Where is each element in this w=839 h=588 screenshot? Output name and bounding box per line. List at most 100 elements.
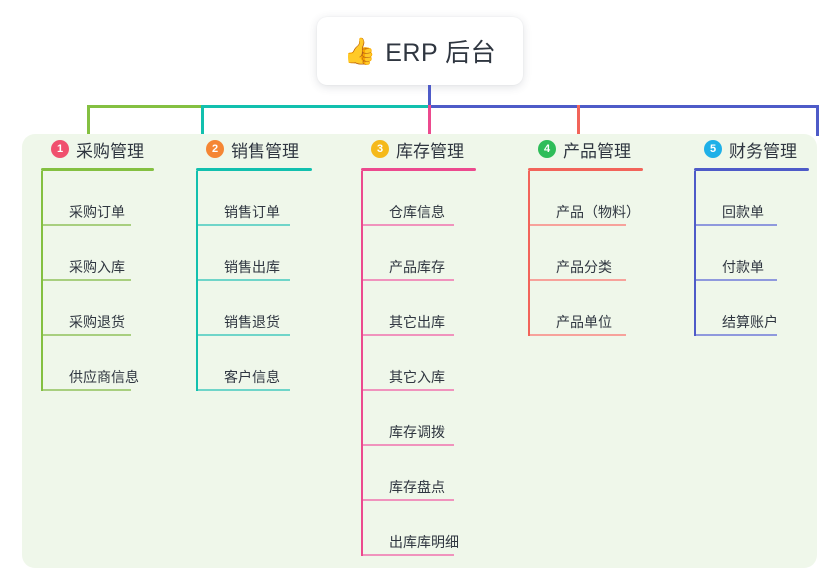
branch-item[interactable]: 采购订单	[41, 171, 154, 226]
connector-bus-green	[87, 105, 201, 108]
branch-item-rule	[363, 389, 454, 391]
branch-badge-3: 3	[371, 140, 389, 158]
branch-item-label: 付款单	[722, 259, 764, 275]
branch-item-label: 采购退货	[69, 314, 125, 330]
branch-item[interactable]: 销售出库	[196, 226, 312, 281]
branch-item-label: 销售出库	[224, 259, 280, 275]
branch-title-3: 库存管理	[396, 141, 464, 161]
branch-items-2: 销售订单销售出库销售退货客户信息	[196, 171, 312, 391]
branch-badge-4: 4	[538, 140, 556, 158]
branch-item-label: 库存盘点	[389, 479, 445, 495]
branch-badge-2: 2	[206, 140, 224, 158]
branch-items-3: 仓库信息产品库存其它出库其它入库库存调拨库存盘点出库库明细	[361, 171, 476, 556]
branch-item-rule	[530, 334, 626, 336]
branch-item-label: 库存调拨	[389, 424, 445, 440]
branch-item-rule	[696, 224, 777, 226]
branch-item-rule	[43, 334, 131, 336]
branch-item[interactable]: 采购退货	[41, 281, 154, 336]
branch-item[interactable]: 其它出库	[361, 281, 476, 336]
branch-item-label: 仓库信息	[389, 204, 445, 220]
branch-badge-5: 5	[704, 140, 722, 158]
branch-item-rule	[198, 389, 290, 391]
branch-header-4[interactable]: 4 产品管理	[528, 134, 643, 164]
branch-items-5: 回款单付款单结算账户	[694, 171, 809, 336]
branch-item[interactable]: 库存盘点	[361, 446, 476, 501]
branch-item[interactable]: 客户信息	[196, 336, 312, 391]
branch-item[interactable]: 出库库明细	[361, 501, 476, 556]
branch-header-5[interactable]: 5 财务管理	[694, 134, 809, 164]
branch-spine-5	[694, 171, 696, 336]
branch-item-rule	[43, 389, 131, 391]
branch-spine-1	[41, 171, 43, 391]
branch-header-3[interactable]: 3 库存管理	[361, 134, 476, 164]
branch-items-4: 产品（物料） 产品分类产品单位	[528, 171, 643, 336]
branch-item-rule	[363, 499, 454, 501]
branch-item-label: 出库库明细	[389, 534, 459, 550]
connector-bus-blue	[429, 105, 819, 108]
root-node-content: 👍 ERP 后台	[344, 33, 496, 69]
branch-item-label: 其它入库	[389, 369, 445, 385]
branch-item-rule	[363, 334, 454, 336]
branch-item-label: 结算账户	[722, 314, 778, 330]
branch-title-5: 财务管理	[729, 141, 797, 161]
connector-drop-2	[201, 105, 204, 136]
branch-item[interactable]: 回款单	[694, 171, 809, 226]
root-node[interactable]: 👍 ERP 后台	[317, 17, 523, 85]
connector-drop-1	[87, 105, 90, 136]
branch-item-label: 采购入库	[69, 259, 125, 275]
connector-drop-3	[428, 105, 431, 136]
branch-rule-3	[361, 168, 476, 171]
branch-item[interactable]: 产品（物料）	[528, 171, 643, 226]
branch-item-label: 销售订单	[224, 204, 280, 220]
branch-item-label: 回款单	[722, 204, 764, 220]
branch-title-2: 销售管理	[231, 141, 299, 161]
branch-item-rule	[530, 279, 626, 281]
branch-item-rule	[363, 224, 454, 226]
branch-item-label: 产品分类	[556, 259, 612, 275]
branch-item-rule	[198, 224, 290, 226]
branch-item-label: 其它出库	[389, 314, 445, 330]
branch-spine-3	[361, 171, 363, 556]
branch-item-rule	[530, 224, 626, 226]
branch-item-label: 供应商信息	[69, 369, 139, 385]
branch-item[interactable]: 仓库信息	[361, 171, 476, 226]
branch-item[interactable]: 库存调拨	[361, 391, 476, 446]
connector-bus-teal	[201, 105, 429, 108]
branch-item-rule	[43, 224, 131, 226]
branch-item[interactable]: 其它入库	[361, 336, 476, 391]
branch-item[interactable]: 付款单	[694, 226, 809, 281]
branch-item[interactable]: 销售订单	[196, 171, 312, 226]
branch-item-rule	[696, 279, 777, 281]
branch-item-label: 采购订单	[69, 204, 125, 220]
branch-item[interactable]: 结算账户	[694, 281, 809, 336]
branch-item-rule	[198, 279, 290, 281]
thumbs-up-icon: 👍	[343, 36, 377, 66]
branch-item[interactable]: 采购入库	[41, 226, 154, 281]
branch-item-rule	[696, 334, 777, 336]
branch-rule-1	[41, 168, 154, 171]
branch-column-2: 2 销售管理销售订单销售出库销售退货客户信息	[196, 134, 312, 391]
branch-column-5: 5 财务管理回款单付款单结算账户	[694, 134, 809, 336]
branch-item-rule	[198, 334, 290, 336]
branch-item[interactable]: 供应商信息	[41, 336, 154, 391]
branch-item[interactable]: 产品单位	[528, 281, 643, 336]
branch-item-rule	[43, 279, 131, 281]
branch-item-rule	[363, 279, 454, 281]
branch-rule-5	[694, 168, 809, 171]
branch-item[interactable]: 销售退货	[196, 281, 312, 336]
branch-title-4: 产品管理	[563, 141, 631, 161]
branch-header-2[interactable]: 2 销售管理	[196, 134, 312, 164]
connector-drop-4	[577, 105, 580, 136]
root-title: ERP 后台	[385, 39, 497, 67]
branch-item[interactable]: 产品库存	[361, 226, 476, 281]
branch-item[interactable]: 产品分类	[528, 226, 643, 281]
connector-stem	[428, 85, 431, 107]
branch-rule-4	[528, 168, 643, 171]
branch-item-label: 产品单位	[556, 314, 612, 330]
branch-item-label: 销售退货	[224, 314, 280, 330]
branch-spine-2	[196, 171, 198, 391]
branch-item-label: 产品（物料）	[556, 204, 640, 220]
